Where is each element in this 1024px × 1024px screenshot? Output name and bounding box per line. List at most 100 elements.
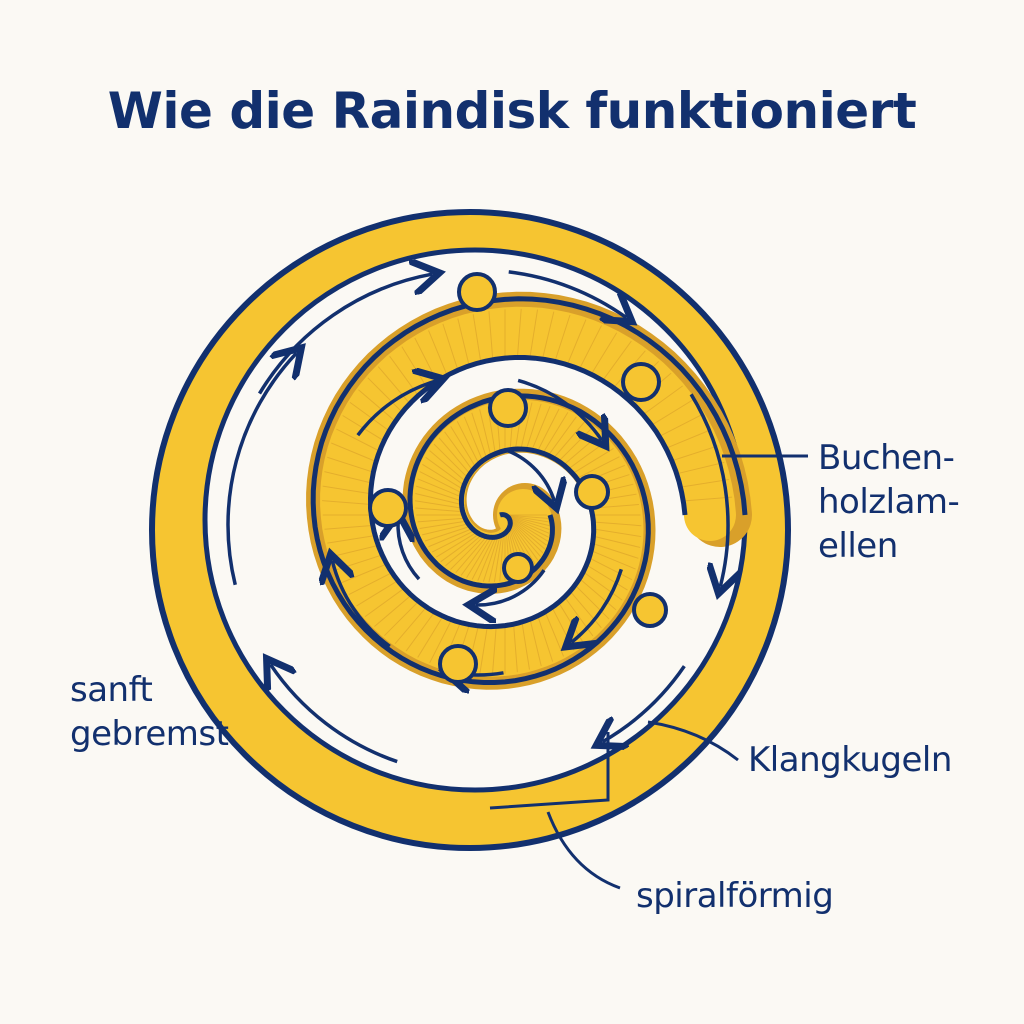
lamella-line	[419, 471, 463, 494]
lamella-line	[417, 616, 444, 658]
lamella-line	[681, 479, 729, 488]
lamella-line	[579, 578, 617, 611]
lamella-line	[521, 622, 530, 670]
lamella-line	[377, 366, 410, 404]
lamella-line	[394, 606, 427, 645]
lamella-line	[471, 536, 495, 580]
lamella-line	[542, 311, 555, 359]
lamella-line	[424, 525, 471, 542]
lamella-line	[643, 385, 683, 415]
lamella-line	[445, 534, 483, 567]
lamella-line	[488, 535, 501, 583]
lamella-line	[436, 531, 478, 558]
lamella-line	[450, 426, 477, 468]
lamella-line	[456, 421, 480, 465]
flow-arrow	[602, 665, 686, 742]
flow-arrow	[689, 393, 728, 587]
lamella-line	[529, 619, 542, 667]
label-klangkugeln: Klangkugeln	[748, 740, 952, 780]
lamella-line	[367, 377, 403, 413]
lamella-line	[536, 408, 560, 452]
spiral-edge-outer	[310, 296, 748, 685]
lamella-line	[322, 485, 371, 495]
lamella-line	[572, 448, 614, 474]
label-line: Buchen-	[818, 438, 955, 478]
lamella-line	[322, 500, 371, 505]
lamella-line	[593, 535, 641, 548]
lamella-line	[438, 437, 471, 475]
lamella-line	[422, 463, 464, 490]
flow-arrow	[332, 561, 391, 648]
lamella-line	[488, 311, 494, 360]
lamella-line	[505, 515, 549, 538]
lamella-line	[544, 611, 565, 657]
lamella-line	[479, 409, 492, 457]
lamella-line	[525, 403, 542, 450]
label-sanft-gebremst: sanft gebremst	[70, 668, 229, 756]
lamella-line	[414, 500, 463, 509]
label-spiralfoermig: spiralförmig	[636, 876, 834, 916]
lamella-line	[331, 442, 376, 462]
page-title: Wie die Raindisk funktioniert	[107, 82, 917, 140]
lamella-line	[593, 528, 642, 538]
lamella-line	[542, 412, 569, 454]
lamella-line	[499, 533, 505, 582]
lamella-line	[457, 318, 470, 366]
lamella-line	[547, 416, 577, 456]
lamella-line	[431, 529, 476, 553]
lamella-line	[349, 401, 390, 431]
lamella-line	[429, 450, 467, 483]
flow-arrow	[571, 568, 623, 642]
lamella-line	[503, 514, 550, 530]
lamella-line	[358, 389, 396, 422]
lamella-line	[509, 522, 536, 565]
lamella-line	[425, 456, 465, 486]
lamella-line	[508, 517, 546, 550]
lamella-line	[463, 416, 484, 462]
flow-arrows	[226, 270, 728, 764]
sound-ball	[438, 644, 478, 684]
leader-spiral	[546, 811, 621, 890]
lamella-line	[415, 492, 463, 506]
lamella-line	[666, 429, 712, 449]
lamella-line	[348, 572, 392, 596]
lamella-line	[529, 309, 539, 358]
lamella-line	[460, 536, 490, 576]
lamella-line	[466, 536, 493, 578]
lamella-line	[471, 412, 488, 459]
lamella-line	[421, 523, 469, 536]
lamella-line	[493, 534, 503, 582]
flow-arrow	[508, 270, 627, 318]
lamella-line	[417, 478, 463, 498]
lamella-line	[516, 308, 522, 357]
lamella-line	[567, 319, 587, 365]
lamella-line	[472, 314, 482, 362]
lamella-line	[652, 399, 694, 426]
lamella-line	[684, 496, 733, 502]
label-buchenholzlamellen: Buchen- holzlam- ellen	[818, 436, 960, 568]
label-line: ellen	[818, 526, 898, 566]
label-line: gebremst	[70, 714, 229, 754]
lamella-line	[428, 527, 473, 548]
sound-ball	[368, 488, 408, 528]
lamella-line	[659, 413, 704, 437]
lamella-line	[482, 535, 499, 582]
flow-arrow	[476, 569, 546, 605]
flow-arrow	[356, 381, 437, 437]
lamella-line	[336, 428, 380, 452]
lamella-line	[491, 626, 497, 675]
label-line: holzlam-	[818, 482, 960, 522]
flow-arrow	[506, 448, 554, 501]
lamella-line	[677, 461, 725, 475]
lamella-line	[477, 536, 497, 581]
lamella-line	[444, 431, 474, 471]
flow-arrow	[517, 378, 602, 440]
lamella-line	[364, 588, 405, 618]
lamella-line	[415, 507, 464, 513]
sound-ball	[457, 272, 497, 312]
flow-arrow	[398, 520, 421, 581]
lamella-line	[324, 471, 372, 484]
flow-arrow	[270, 664, 398, 764]
lamella-line	[324, 524, 373, 530]
